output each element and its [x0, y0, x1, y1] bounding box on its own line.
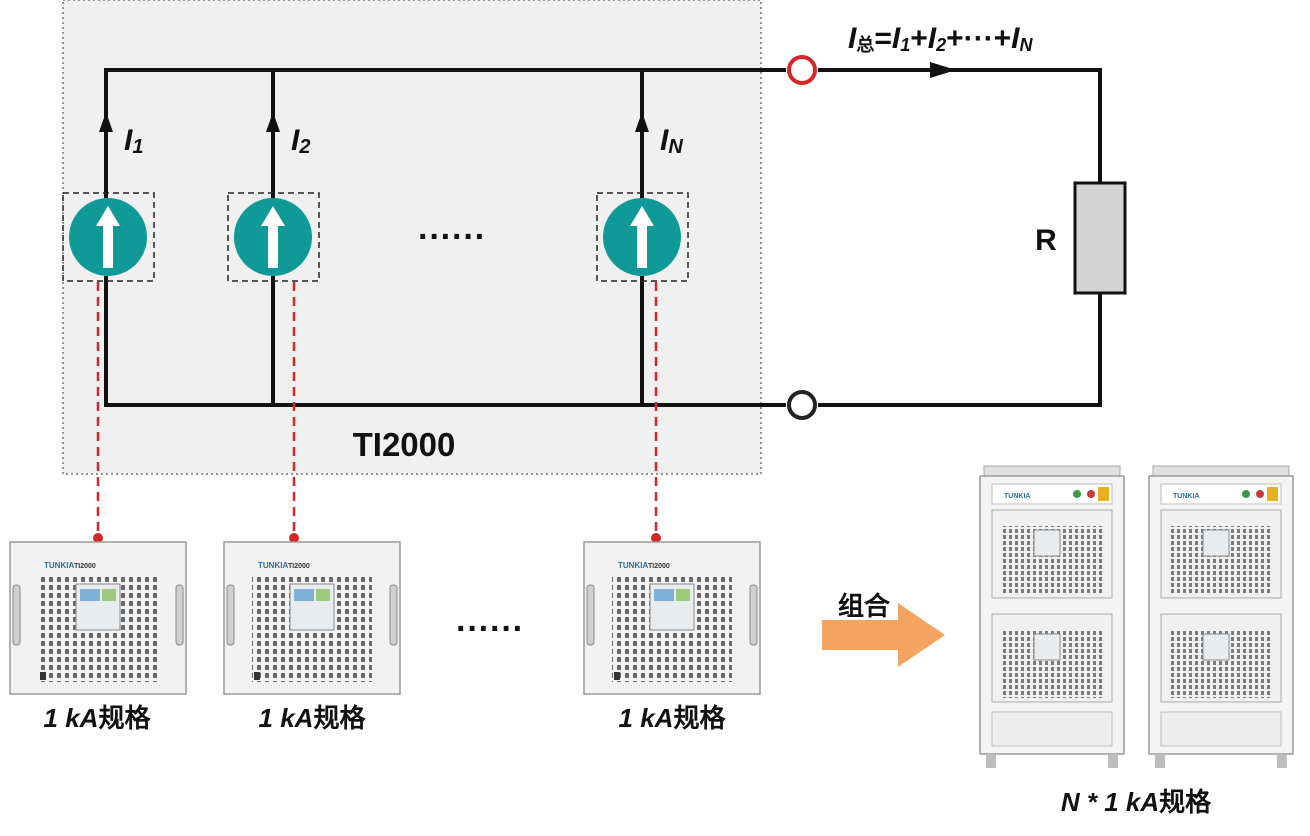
- brand-logo: TUNKIA: [258, 561, 288, 570]
- resistor-label: R: [1035, 224, 1057, 257]
- link-dot: [651, 533, 661, 543]
- output-terminal-negative: [787, 390, 817, 420]
- circuit-wires: [104, 68, 1102, 407]
- branch-n-arrow-icon: [635, 112, 649, 132]
- brand-logo: TUNKIA: [1173, 493, 1199, 500]
- unit-model: TI2000: [648, 563, 670, 570]
- current-source-1: [62, 192, 155, 282]
- source-arrow-icon: [261, 206, 285, 268]
- brand-logo: TUNKIA: [618, 561, 648, 570]
- link-dot: [93, 533, 103, 543]
- brand-logo: TUNKIA: [44, 561, 74, 570]
- unit-model: TI2000: [288, 563, 310, 570]
- source-arrow-icon: [96, 206, 120, 268]
- combine-label: 组合: [838, 591, 891, 621]
- source-arrow-icon: [630, 206, 654, 268]
- instrument-unit-2: TUNKIA TI2000: [223, 541, 401, 695]
- resistor: [1073, 181, 1127, 295]
- unit-rating-1: 1 kA规格: [44, 703, 152, 733]
- total-current-arrow-icon: [930, 62, 956, 78]
- circuit-ellipsis: ······: [418, 218, 486, 256]
- output-terminal-positive: [787, 55, 817, 85]
- unit-model: TI2000: [74, 563, 96, 570]
- current-source-n: [596, 192, 689, 282]
- current-source-2: [227, 192, 320, 282]
- unit-rating-n: 1 kA规格: [619, 703, 727, 733]
- instrument-links: [96, 282, 658, 536]
- link-dot: [289, 533, 299, 543]
- brand-logo: TUNKIA: [1004, 493, 1030, 500]
- instrument-unit-n: TUNKIA TI2000: [583, 541, 761, 695]
- unit-rating-2: 1 kA规格: [259, 703, 367, 733]
- branch-2-arrow-icon: [266, 112, 280, 132]
- branch-1-arrow-icon: [99, 112, 113, 132]
- combined-rack-1: TUNKIA: [979, 465, 1125, 768]
- branch-label-2: I2: [291, 124, 310, 158]
- instrument-unit-1: TUNKIA TI2000: [9, 541, 187, 695]
- combine-arrow-icon: [822, 603, 945, 667]
- total-current-equation: I总=I1+I2+···+IN: [848, 22, 1033, 55]
- combined-rating: N * 1 kA规格: [1061, 787, 1212, 817]
- branch-label-1: I1: [124, 124, 143, 158]
- branch-label-n: IN: [660, 124, 683, 158]
- units-ellipsis: ······: [456, 610, 524, 648]
- system-label: TI2000: [353, 426, 456, 463]
- combined-rack-2: TUNKIA: [1148, 465, 1294, 768]
